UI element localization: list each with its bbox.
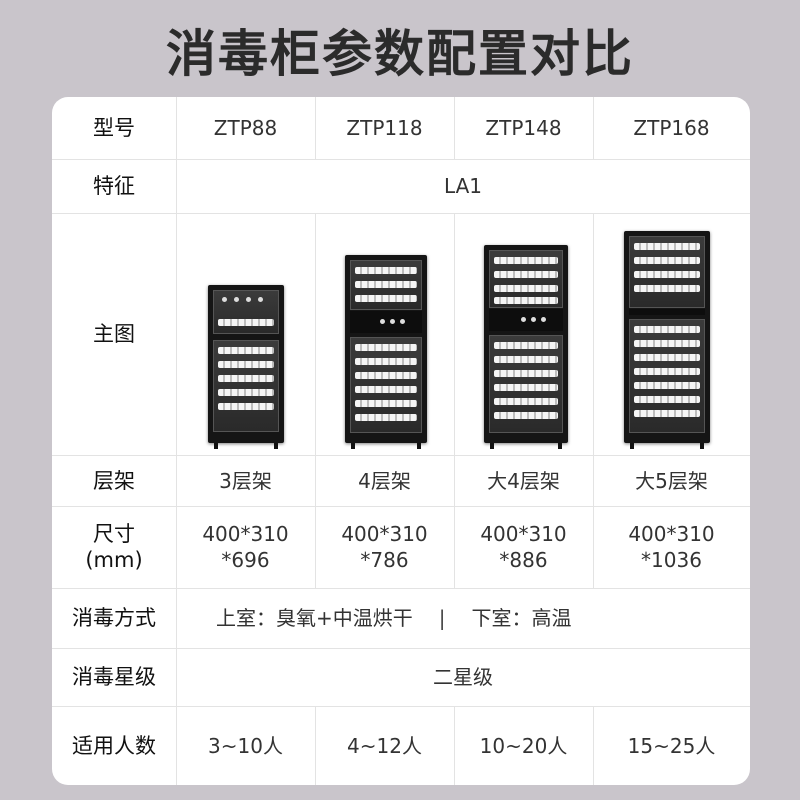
cabinet-image-ztp88 xyxy=(208,285,284,449)
method-lower: 下室：高温 xyxy=(471,606,572,630)
row-label-star: 消毒星级 xyxy=(72,665,156,689)
row-label-people: 适用人数 xyxy=(72,733,156,758)
column-divider xyxy=(593,706,594,785)
model-cell: ZTP168 xyxy=(633,116,710,140)
size-cell: 400*310 *1036 xyxy=(593,506,750,588)
column-divider xyxy=(593,213,594,588)
row-divider xyxy=(52,706,750,707)
size-line2: *696 xyxy=(221,548,270,572)
method-upper: 上室：臭氧+中温烘干 xyxy=(216,606,413,630)
feature-cell: LA1 xyxy=(443,174,482,198)
size-unit: (mm) xyxy=(85,548,143,572)
size-line1: 400*310 xyxy=(480,522,567,546)
size-line2: *886 xyxy=(499,548,548,572)
size-line2: *1036 xyxy=(641,548,702,572)
method-separator: | xyxy=(438,606,446,630)
row-label-size: 尺寸 (mm) xyxy=(52,506,176,588)
column-divider xyxy=(454,213,455,588)
size-cell: 400*310 *886 xyxy=(454,506,593,588)
column-divider xyxy=(176,97,177,785)
shelf-cell: 大5层架 xyxy=(635,468,708,493)
star-cell: 二星级 xyxy=(433,665,493,689)
row-divider xyxy=(52,455,750,456)
comparison-table: 型号 ZTP88 ZTP118 ZTP148 ZTP168 特征 LA1 主图 xyxy=(52,97,750,785)
row-label-method: 消毒方式 xyxy=(72,606,156,630)
model-cell: ZTP88 xyxy=(213,116,278,140)
cabinet-image-ztp148 xyxy=(484,245,568,449)
size-line1: 400*310 xyxy=(341,522,428,546)
column-divider xyxy=(454,706,455,785)
people-cell: 10~20人 xyxy=(479,733,568,758)
row-divider xyxy=(52,506,750,507)
method-cell: 上室：臭氧+中温烘干 | 下室：高温 xyxy=(176,588,750,648)
people-cell: 3~10人 xyxy=(208,733,283,758)
shelf-cell: 3层架 xyxy=(219,468,272,493)
row-divider xyxy=(52,159,750,160)
shelf-cell: 大4层架 xyxy=(487,468,560,493)
row-label-image: 主图 xyxy=(93,322,135,346)
row-divider xyxy=(52,648,750,649)
size-cell: 400*310 *696 xyxy=(176,506,315,588)
row-label-model: 型号 xyxy=(93,116,135,140)
size-cell: 400*310 *786 xyxy=(315,506,454,588)
cabinet-image-ztp118 xyxy=(345,255,427,449)
page-title: 消毒柜参数配置对比 xyxy=(166,25,634,83)
row-divider xyxy=(52,213,750,214)
row-divider xyxy=(52,588,750,589)
column-divider xyxy=(315,97,316,159)
row-label-shelf: 层架 xyxy=(93,468,135,493)
model-cell: ZTP148 xyxy=(485,116,562,140)
column-divider xyxy=(315,706,316,785)
row-label-feature: 特征 xyxy=(93,174,135,198)
size-line1: 400*310 xyxy=(628,522,715,546)
people-cell: 4~12人 xyxy=(347,733,422,758)
size-line1: 400*310 xyxy=(202,522,289,546)
size-label: 尺寸 xyxy=(93,522,135,546)
size-line2: *786 xyxy=(360,548,409,572)
shelf-cell: 4层架 xyxy=(358,468,411,493)
people-cell: 15~25人 xyxy=(627,733,716,758)
column-divider xyxy=(593,97,594,159)
model-cell: ZTP118 xyxy=(346,116,423,140)
column-divider xyxy=(315,213,316,588)
cabinet-image-ztp168 xyxy=(624,231,710,449)
column-divider xyxy=(454,97,455,159)
